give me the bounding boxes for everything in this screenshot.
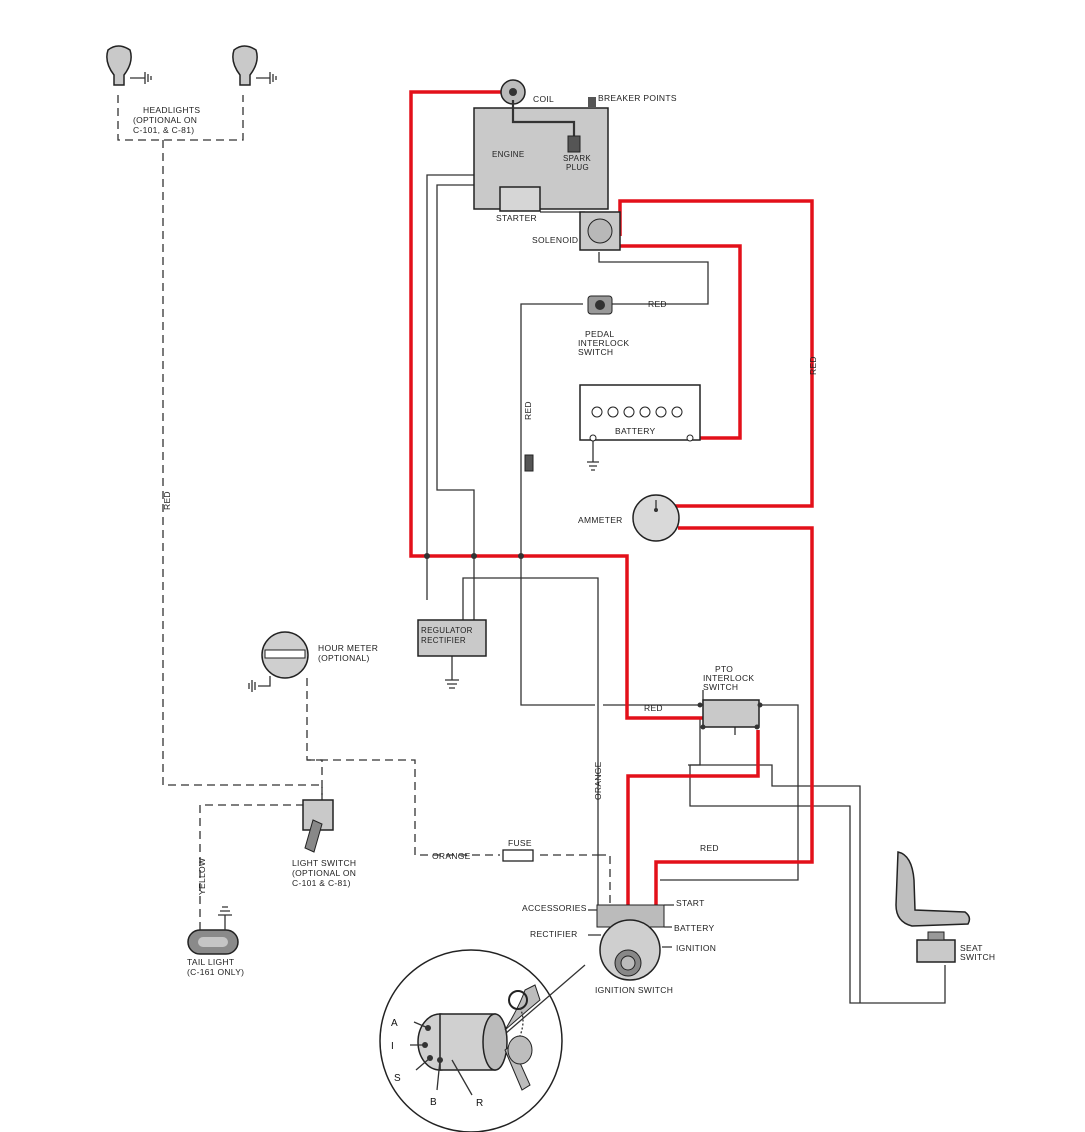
breaker-points-label: BREAKER POINTS — [598, 93, 677, 103]
svg-text:YELLOW: YELLOW — [197, 858, 207, 895]
engine-label: ENGINE — [492, 150, 524, 159]
key-pin-b: B — [430, 1097, 437, 1108]
ignition-switch-icon — [596, 904, 665, 981]
headlight-right-icon — [232, 45, 277, 86]
hour-meter-label: HOUR METER(OPTIONAL) — [318, 643, 378, 663]
headlight-left-icon — [106, 45, 152, 86]
tail-light-icon — [187, 906, 239, 955]
battery-label: BATTERY — [615, 426, 656, 436]
optional-wiring — [117, 95, 611, 930]
svg-text:RED: RED — [808, 356, 818, 375]
svg-text:RED: RED — [700, 843, 719, 853]
hour-meter-icon — [248, 631, 309, 692]
ignition-label: IGNITION — [676, 943, 716, 953]
battery-icon — [579, 384, 701, 442]
light-switch-icon — [302, 799, 334, 853]
svg-text:HEADLIGHTS(OPTIONAL ONC-101, &: HEADLIGHTS(OPTIONAL ONC-101, & C-81) — [133, 105, 200, 135]
starter-label: STARTER — [496, 213, 537, 223]
wire-labels: RED RED RED RED RED RED ORANGE ORANGE YE… — [162, 299, 818, 895]
ammeter-icon — [632, 494, 680, 542]
junction-dots — [424, 553, 763, 730]
key-pin-s: S — [394, 1073, 401, 1084]
start-label: START — [676, 898, 705, 908]
accessories-label: ACCESSORIES — [522, 903, 587, 913]
coil-label: COIL — [533, 94, 554, 104]
svg-text:ORANGE: ORANGE — [593, 761, 603, 800]
key-pin-a: A — [391, 1018, 398, 1029]
svg-text:RED: RED — [644, 703, 663, 713]
engine-block — [473, 79, 609, 212]
svg-text:RED: RED — [162, 491, 172, 510]
solenoid-label: SOLENOID — [532, 235, 578, 245]
key-pin-i: I — [391, 1041, 394, 1052]
seat-icon — [895, 851, 971, 927]
key-pin-r: R — [476, 1098, 483, 1109]
pto-interlock-switch-icon — [702, 699, 760, 728]
fuse-label: FUSE — [508, 838, 532, 848]
battery-terminal-label: BATTERY — [674, 923, 715, 933]
fuse-icon — [502, 849, 534, 862]
svg-text:RED: RED — [648, 299, 667, 309]
black-wiring — [426, 174, 946, 1004]
ammeter-label: AMMETER — [578, 515, 623, 525]
ignition-key-detail — [379, 949, 586, 1132]
svg-text:ORANGE: ORANGE — [432, 851, 471, 861]
ignition-switch-label: IGNITION SWITCH — [595, 985, 673, 995]
tail-light-label: TAIL LIGHT(C-161 ONLY) — [187, 957, 244, 977]
rectifier-label: RECTIFIER — [530, 929, 578, 939]
pedal-interlock-switch-icon — [587, 295, 613, 315]
solenoid-icon — [579, 211, 621, 251]
regulator-rectifier-icon — [417, 619, 487, 657]
seat-switch-icon — [916, 931, 956, 963]
svg-text:RED: RED — [523, 401, 533, 420]
